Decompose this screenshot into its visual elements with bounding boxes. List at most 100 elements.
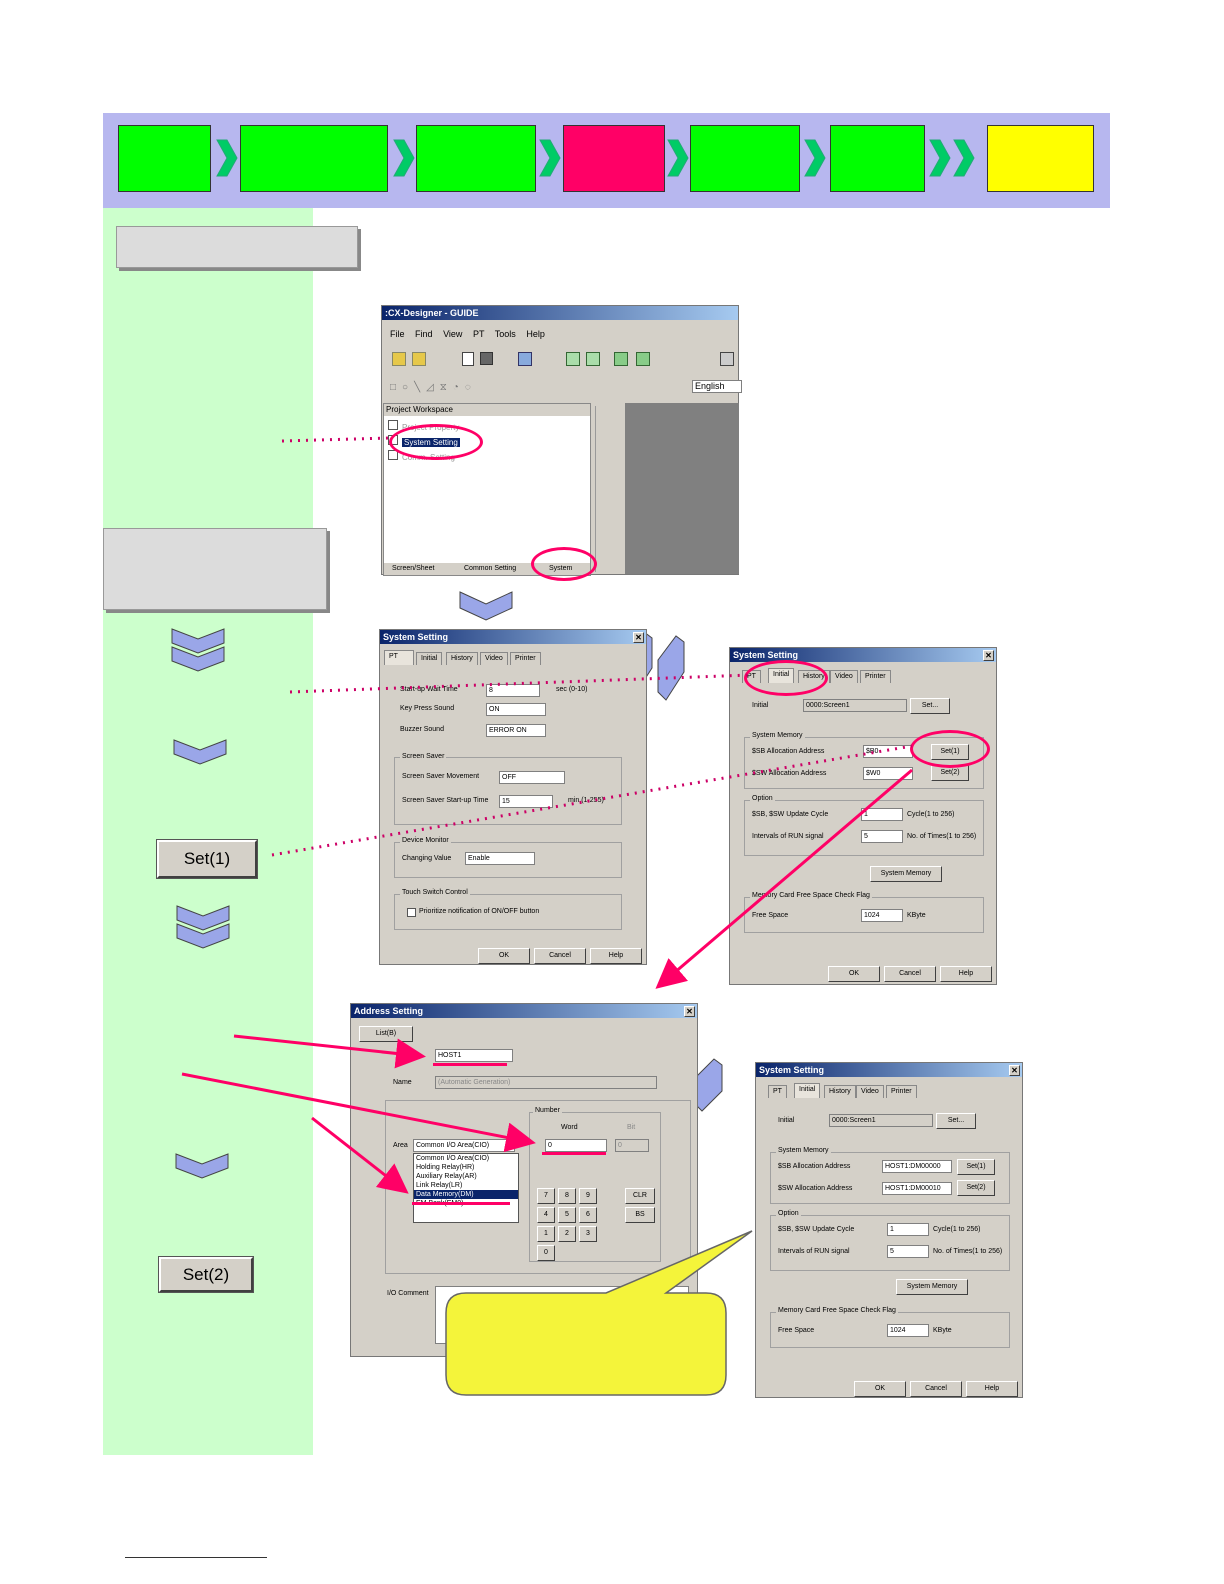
keypad-4[interactable]: 4 <box>537 1207 555 1223</box>
keypad-2[interactable]: 2 <box>558 1226 576 1242</box>
area-label: Area <box>393 1142 408 1149</box>
tab-video[interactable]: Video <box>830 670 858 683</box>
tab-initial[interactable]: Initial <box>794 1083 821 1098</box>
new-file-icon[interactable] <box>462 352 474 366</box>
keypad-3[interactable]: 3 <box>579 1226 597 1242</box>
clr-button[interactable]: CLR <box>625 1188 655 1204</box>
toolbar-icon[interactable] <box>614 352 628 366</box>
menu-tools[interactable]: Tools <box>494 329 516 339</box>
dotted-connector <box>281 436 391 443</box>
initial-set-button[interactable]: Set... <box>936 1113 976 1129</box>
dotted-connector <box>289 673 751 694</box>
key-press-label: Key Press Sound <box>400 705 455 712</box>
keypad-6[interactable]: 6 <box>579 1207 597 1223</box>
bit-label: Bit <box>627 1124 636 1131</box>
cycle-input[interactable]: 1 <box>887 1223 929 1236</box>
tab-printer[interactable]: Printer <box>510 652 541 665</box>
run-input[interactable]: 5 <box>887 1245 929 1258</box>
list-button[interactable]: List(B) <box>359 1026 413 1042</box>
cancel-button[interactable]: Cancel <box>534 948 586 964</box>
system-memory-button[interactable]: System Memory <box>896 1279 968 1295</box>
set1-button[interactable]: Set(1) <box>957 1159 995 1175</box>
free-space-input[interactable]: 1024 <box>861 909 903 922</box>
menu-view[interactable]: View <box>443 329 463 339</box>
saver-movement-select[interactable]: OFF <box>499 771 565 784</box>
tab-history[interactable]: History <box>446 652 478 665</box>
tab-initial[interactable]: Initial <box>416 652 443 665</box>
cycle-input[interactable]: 1 <box>861 808 903 821</box>
system-memory-group-label: System Memory <box>750 732 805 739</box>
menu-help[interactable]: Help <box>526 329 545 339</box>
memory-card-group-label: Memory Card Free Space Check Flag <box>776 1307 898 1314</box>
close-icon[interactable]: ✕ <box>684 1006 695 1017</box>
free-space-input[interactable]: 1024 <box>887 1324 929 1337</box>
host-select[interactable]: HOST1 <box>435 1049 513 1062</box>
sw-address-field: $W0 <box>863 767 913 780</box>
tab-screen-sheet[interactable]: Screen/Sheet <box>392 565 435 572</box>
ok-button[interactable]: OK <box>854 1381 906 1397</box>
run-input[interactable]: 5 <box>861 830 903 843</box>
buzzer-select[interactable]: ERROR ON <box>486 724 546 737</box>
toolbar-icon[interactable] <box>566 352 580 366</box>
help-button[interactable]: Help <box>966 1381 1018 1397</box>
tab-video[interactable]: Video <box>856 1085 884 1098</box>
key-press-select[interactable]: ON <box>486 703 546 716</box>
toolbar-icon[interactable] <box>518 352 532 366</box>
tab-pt[interactable]: PT <box>384 650 414 665</box>
open-icon[interactable] <box>412 352 426 366</box>
set2-button[interactable]: Set(2) <box>931 765 969 781</box>
cancel-button[interactable]: Cancel <box>884 966 936 982</box>
toolbar-icon[interactable] <box>586 352 600 366</box>
keypad-0[interactable]: 0 <box>537 1245 555 1261</box>
save-icon[interactable] <box>480 352 493 365</box>
keypad-8[interactable]: 8 <box>558 1188 576 1204</box>
changing-value-select[interactable]: Enable <box>465 852 535 865</box>
keypad-5[interactable]: 5 <box>558 1207 576 1223</box>
menu-find[interactable]: Find <box>415 329 433 339</box>
initial-set-button[interactable]: Set... <box>910 698 950 714</box>
tab-video[interactable]: Video <box>480 652 508 665</box>
tab-printer[interactable]: Printer <box>886 1085 917 1098</box>
menu-pt[interactable]: PT <box>472 329 485 339</box>
set1-button-illustration[interactable]: Set(1) <box>156 839 258 879</box>
area-option-selected[interactable]: Data Memory(DM) <box>414 1190 518 1199</box>
help-button[interactable]: Help <box>940 966 992 982</box>
ok-button[interactable]: OK <box>478 948 530 964</box>
tab-history[interactable]: History <box>824 1085 856 1098</box>
tab-printer[interactable]: Printer <box>860 670 891 683</box>
area-option[interactable]: Common I/O Area(CIO) <box>416 1155 490 1162</box>
close-icon[interactable]: ✕ <box>633 632 644 643</box>
prioritize-checkbox[interactable] <box>407 908 416 917</box>
area-option[interactable]: Auxiliary Relay(AR) <box>416 1173 477 1180</box>
saver-time-input[interactable]: 15 <box>499 795 553 808</box>
language-select[interactable]: English <box>692 380 742 393</box>
word-input[interactable]: 0 <box>545 1139 607 1152</box>
toolbar-icon[interactable] <box>636 352 650 366</box>
editor-canvas <box>625 403 739 574</box>
open-folder-icon[interactable] <box>392 352 406 366</box>
menu-file[interactable]: File <box>390 329 405 339</box>
startup-wait-input[interactable]: 8 <box>486 684 540 697</box>
keypad-9[interactable]: 9 <box>579 1188 597 1204</box>
keypad-1[interactable]: 1 <box>537 1226 555 1242</box>
close-icon[interactable]: ✕ <box>1009 1065 1020 1076</box>
area-option[interactable]: Link Relay(LR) <box>416 1182 463 1189</box>
chevron-icon <box>393 139 415 177</box>
print-icon[interactable] <box>720 352 734 366</box>
tab-pt[interactable]: PT <box>768 1085 787 1098</box>
help-button[interactable]: Help <box>590 948 642 964</box>
cancel-button[interactable]: Cancel <box>910 1381 962 1397</box>
keypad-7[interactable]: 7 <box>537 1188 555 1204</box>
set2-button-illustration[interactable]: Set(2) <box>158 1256 254 1293</box>
area-option[interactable]: Holding Relay(HR) <box>416 1164 475 1171</box>
area-select[interactable]: Common I/O Area(CIO) <box>413 1139 515 1152</box>
system-memory-button[interactable]: System Memory <box>870 866 942 882</box>
set2-button[interactable]: Set(2) <box>957 1180 995 1196</box>
ok-button[interactable]: OK <box>828 966 880 982</box>
tab-common-setting[interactable]: Common Setting <box>464 565 517 572</box>
option-group <box>770 1215 1010 1271</box>
close-icon[interactable]: ✕ <box>983 650 994 661</box>
cycle-label: $SB, $SW Update Cycle <box>752 811 829 818</box>
bs-button[interactable]: BS <box>625 1207 655 1223</box>
